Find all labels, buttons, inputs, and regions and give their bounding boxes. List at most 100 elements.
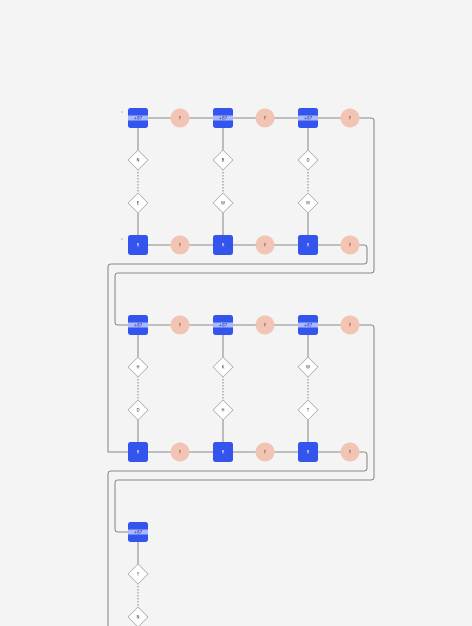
task-node-band [128, 529, 148, 535]
parameter-node[interactable] [340, 235, 360, 255]
decision-node[interactable] [127, 399, 149, 421]
inner-loop-connector [107, 244, 368, 453]
end-marker: C [121, 237, 123, 241]
task-node-label: R [137, 450, 140, 455]
parameter-node-label: P [179, 450, 182, 455]
inner-loop-connector [107, 451, 368, 626]
task-node-label: R [307, 450, 310, 455]
decision-node-label: H [136, 365, 139, 370]
outer-loop-connector [114, 117, 375, 326]
task-node-start[interactable] [298, 108, 318, 128]
parameter-node-label: P [264, 450, 267, 455]
parameter-node[interactable] [170, 235, 190, 255]
decision-node[interactable] [297, 399, 319, 421]
task-node-body [213, 442, 233, 462]
task-node-body [298, 442, 318, 462]
task-node-label: +87 [134, 530, 143, 535]
task-node-label: +87 [134, 116, 143, 121]
parameter-node-label: P [264, 243, 267, 248]
task-node-end[interactable] [213, 235, 233, 255]
decision-node-label: W [221, 201, 225, 206]
task-node-label: R [222, 243, 225, 248]
start-marker: C [121, 110, 123, 114]
decision-node[interactable] [212, 192, 234, 214]
task-node-label: +87 [134, 323, 143, 328]
parameter-node[interactable] [170, 315, 190, 335]
task-node-label: R [222, 450, 225, 455]
task-node-end[interactable] [298, 442, 318, 462]
decision-node[interactable] [297, 356, 319, 378]
task-node-start[interactable] [213, 108, 233, 128]
parameter-node-label: P [264, 116, 267, 121]
task-node-band [213, 322, 233, 328]
task-node-label: +87 [304, 323, 313, 328]
decision-node-label: N [137, 615, 140, 620]
parameter-node[interactable] [255, 108, 275, 128]
task-node-start[interactable] [128, 108, 148, 128]
parameter-node-label: P [264, 323, 267, 328]
task-node-body [128, 235, 148, 255]
outer-loop-connector [114, 324, 375, 533]
task-node-start[interactable] [128, 315, 148, 335]
parameter-node[interactable] [170, 108, 190, 128]
task-node-label: R [137, 243, 140, 248]
decision-node[interactable] [297, 192, 319, 214]
task-node-band [298, 322, 318, 328]
decision-node-label: B [222, 158, 225, 163]
decision-node-label: H [221, 408, 224, 413]
task-node-start[interactable] [298, 315, 318, 335]
parameter-node-label: P [179, 323, 182, 328]
decision-node-label: T [306, 408, 310, 413]
parameter-node-label: P [349, 450, 352, 455]
task-node-label: +87 [304, 116, 313, 121]
parameter-node[interactable] [340, 442, 360, 462]
task-node-label: R [307, 243, 310, 248]
task-node-label: +87 [219, 116, 228, 121]
parameter-node[interactable] [340, 315, 360, 335]
decision-node[interactable] [212, 399, 234, 421]
task-node-start[interactable] [213, 315, 233, 335]
parameter-node[interactable] [340, 108, 360, 128]
task-node-end[interactable] [128, 442, 148, 462]
task-node-body [128, 442, 148, 462]
parameter-node[interactable] [170, 442, 190, 462]
decision-node[interactable] [127, 356, 149, 378]
parameter-node-label: P [179, 116, 182, 121]
task-node-start[interactable] [128, 522, 148, 542]
parameter-node[interactable] [255, 315, 275, 335]
decision-node[interactable] [127, 192, 149, 214]
decision-node-label: D [306, 158, 309, 163]
task-node-end[interactable] [128, 235, 148, 255]
decision-node[interactable] [127, 563, 149, 585]
parameter-node[interactable] [255, 442, 275, 462]
decision-node-label: K [222, 365, 225, 370]
decision-node-label: W [306, 365, 310, 370]
decision-node-label: E [137, 201, 140, 206]
decision-node-label: M [306, 201, 310, 206]
decision-node[interactable] [212, 356, 234, 378]
task-node-band [128, 322, 148, 328]
decision-node[interactable] [127, 149, 149, 171]
decision-node[interactable] [297, 149, 319, 171]
task-node-band [298, 115, 318, 121]
decision-node-label: D [136, 408, 139, 413]
decision-node[interactable] [212, 149, 234, 171]
decision-node-label: N [137, 158, 140, 163]
parameter-node-label: P [349, 243, 352, 248]
parameter-node-label: P [179, 243, 182, 248]
task-node-body [298, 235, 318, 255]
task-node-band [128, 115, 148, 121]
decision-node[interactable] [127, 606, 149, 626]
parameter-node-label: P [349, 323, 352, 328]
task-node-end[interactable] [298, 235, 318, 255]
task-node-body [213, 235, 233, 255]
parameter-node[interactable] [255, 235, 275, 255]
task-node-label: +87 [219, 323, 228, 328]
decision-node-label: Y [136, 572, 140, 577]
task-node-end[interactable] [213, 442, 233, 462]
task-node-band [213, 115, 233, 121]
parameter-node-label: P [349, 116, 352, 121]
connector-layer [107, 117, 375, 626]
